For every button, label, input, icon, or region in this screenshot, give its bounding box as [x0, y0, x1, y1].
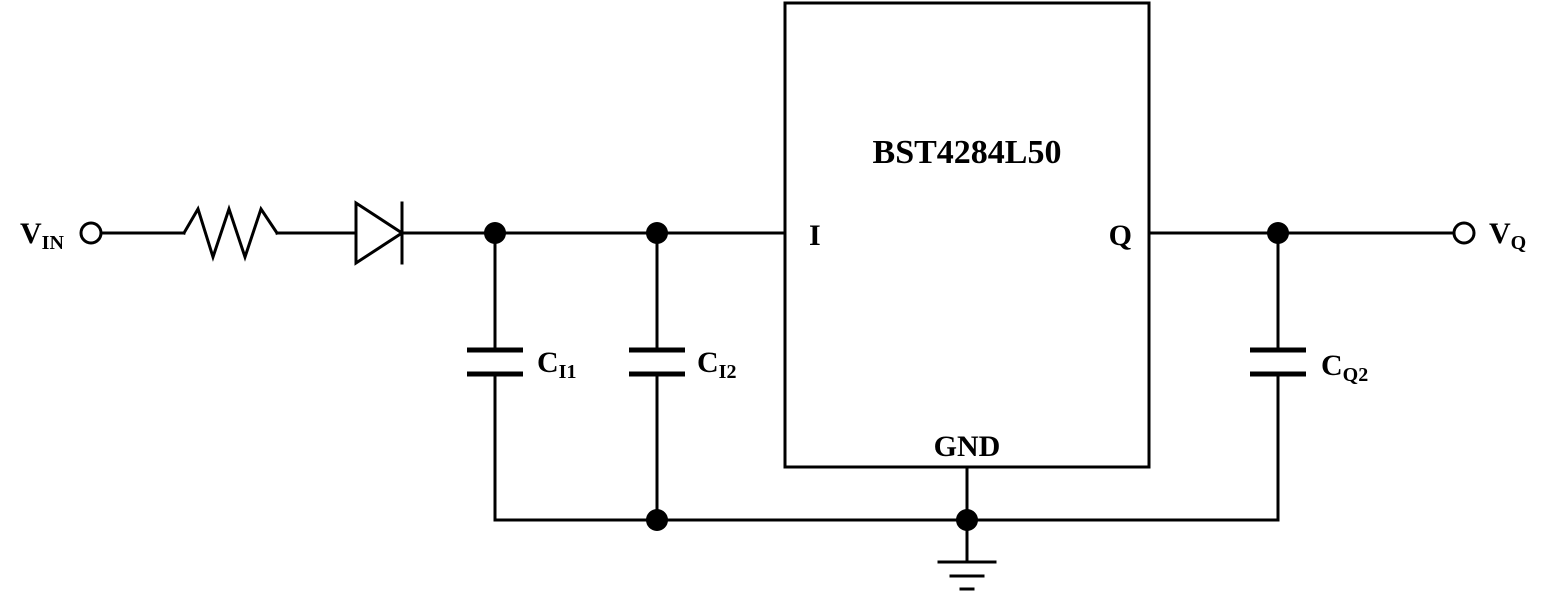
capacitor-ci1-label: CI1	[537, 346, 576, 383]
junction-dot	[646, 509, 668, 531]
capacitor-ci2	[629, 231, 685, 522]
capacitor-ci1	[467, 231, 523, 522]
capacitor-cq2-label: CQ2	[1321, 349, 1368, 386]
regulator-chip	[783, 1, 1151, 469]
resistor-icon	[181, 204, 280, 262]
capacitor-ci2-label: CI2	[697, 346, 736, 383]
junction-dot	[484, 222, 506, 244]
input-terminal-label: VIN	[20, 217, 64, 254]
output-terminal-label: VQ	[1489, 217, 1526, 254]
junction-dot	[646, 222, 668, 244]
junction-dot	[956, 509, 978, 531]
diode-icon	[354, 200, 405, 266]
junction-dot	[1267, 222, 1289, 244]
chip-name: BST4284L50	[873, 134, 1062, 171]
chip-pin-output: Q	[1109, 219, 1132, 252]
chip-pin-input: I	[809, 219, 821, 252]
input-terminal	[79, 221, 103, 245]
chip-pin-ground: GND	[934, 430, 1001, 463]
capacitor-cq2	[1250, 231, 1306, 522]
output-terminal	[1452, 221, 1476, 245]
ground-icon	[937, 560, 997, 591]
